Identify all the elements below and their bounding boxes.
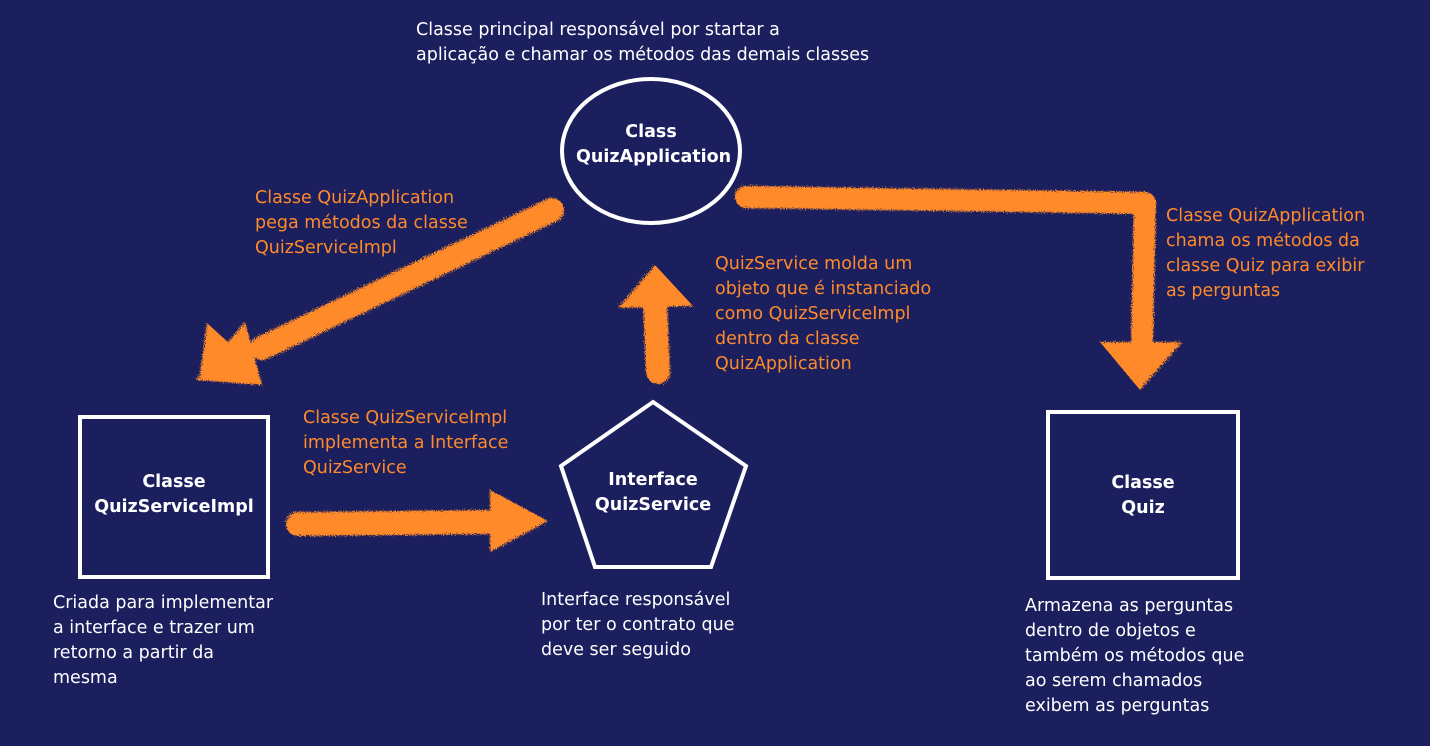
node-quiz-label: Classe Quiz (1111, 473, 1175, 518)
arrow-app-to-quiz (735, 186, 1182, 390)
node-quiz-service-impl-shape (78, 415, 270, 579)
description-quiz-service: Interface responsável por ter o contrato… (541, 590, 735, 660)
arrow-app-to-impl (196, 198, 564, 385)
node-quiz-service-label: Interface QuizService (594, 470, 712, 515)
edge-label-impl-to-interface: Classe QuizServiceImpl implementa a Inte… (303, 408, 509, 478)
node-quiz-shape (1046, 410, 1240, 580)
description-quiz-application: Classe principal responsável por startar… (416, 20, 870, 65)
arrow-impl-to-interface (286, 490, 548, 552)
description-quiz-service-impl: Criada para implementar a interface e tr… (53, 593, 274, 688)
description-quiz: Armazena as perguntas dentro de objetos … (1025, 596, 1245, 716)
node-quiz-application-shape (560, 77, 742, 225)
edge-label-interface-to-app: QuizService molda um objeto que é instan… (715, 254, 932, 374)
node-quiz-application-label: Class QuizApplication (576, 122, 732, 167)
arrow-interface-to-app (618, 265, 693, 384)
node-quiz-service-impl-label: Classe QuizServiceImpl (94, 472, 254, 517)
node-quiz-service-shape (558, 399, 749, 569)
edge-label-app-to-quiz: Classe QuizApplication chama os métodos … (1166, 206, 1366, 301)
edge-label-app-to-impl: Classe QuizApplication pega métodos da c… (255, 188, 468, 258)
